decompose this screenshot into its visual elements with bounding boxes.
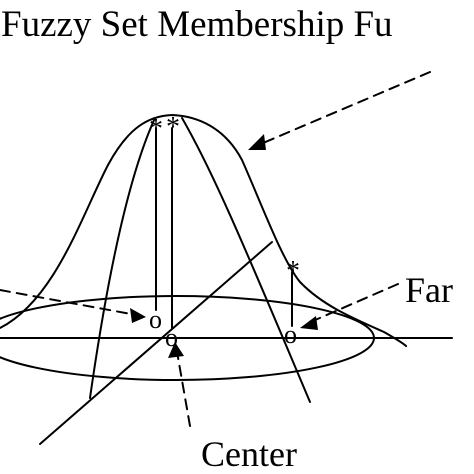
leader-center <box>175 345 191 427</box>
center-label: Center <box>201 434 297 474</box>
far-label: Far <box>405 270 453 310</box>
side-star: * <box>286 256 300 287</box>
arrowhead-far <box>300 316 318 330</box>
diagram-title: Fuzzy Set Membership Fu <box>1 4 393 45</box>
peak-star-right: * <box>166 112 180 143</box>
leader-to-curve <box>255 71 431 147</box>
sample-circle-left: o <box>149 305 162 334</box>
diagonal-axis <box>39 241 273 445</box>
inner-right-curve <box>181 117 311 403</box>
arrowhead-left-sample <box>130 308 146 323</box>
sample-circle-center: o <box>165 323 178 352</box>
peak-star-left: * <box>149 114 163 145</box>
inner-left-curve <box>89 117 156 399</box>
outer-bell-curve <box>0 114 407 347</box>
leader-to-left-sample <box>0 289 143 317</box>
leader-far <box>305 283 399 325</box>
arrowhead-center <box>168 342 184 358</box>
arrowhead-curve <box>248 134 266 150</box>
sample-circle-right: o <box>284 320 297 349</box>
